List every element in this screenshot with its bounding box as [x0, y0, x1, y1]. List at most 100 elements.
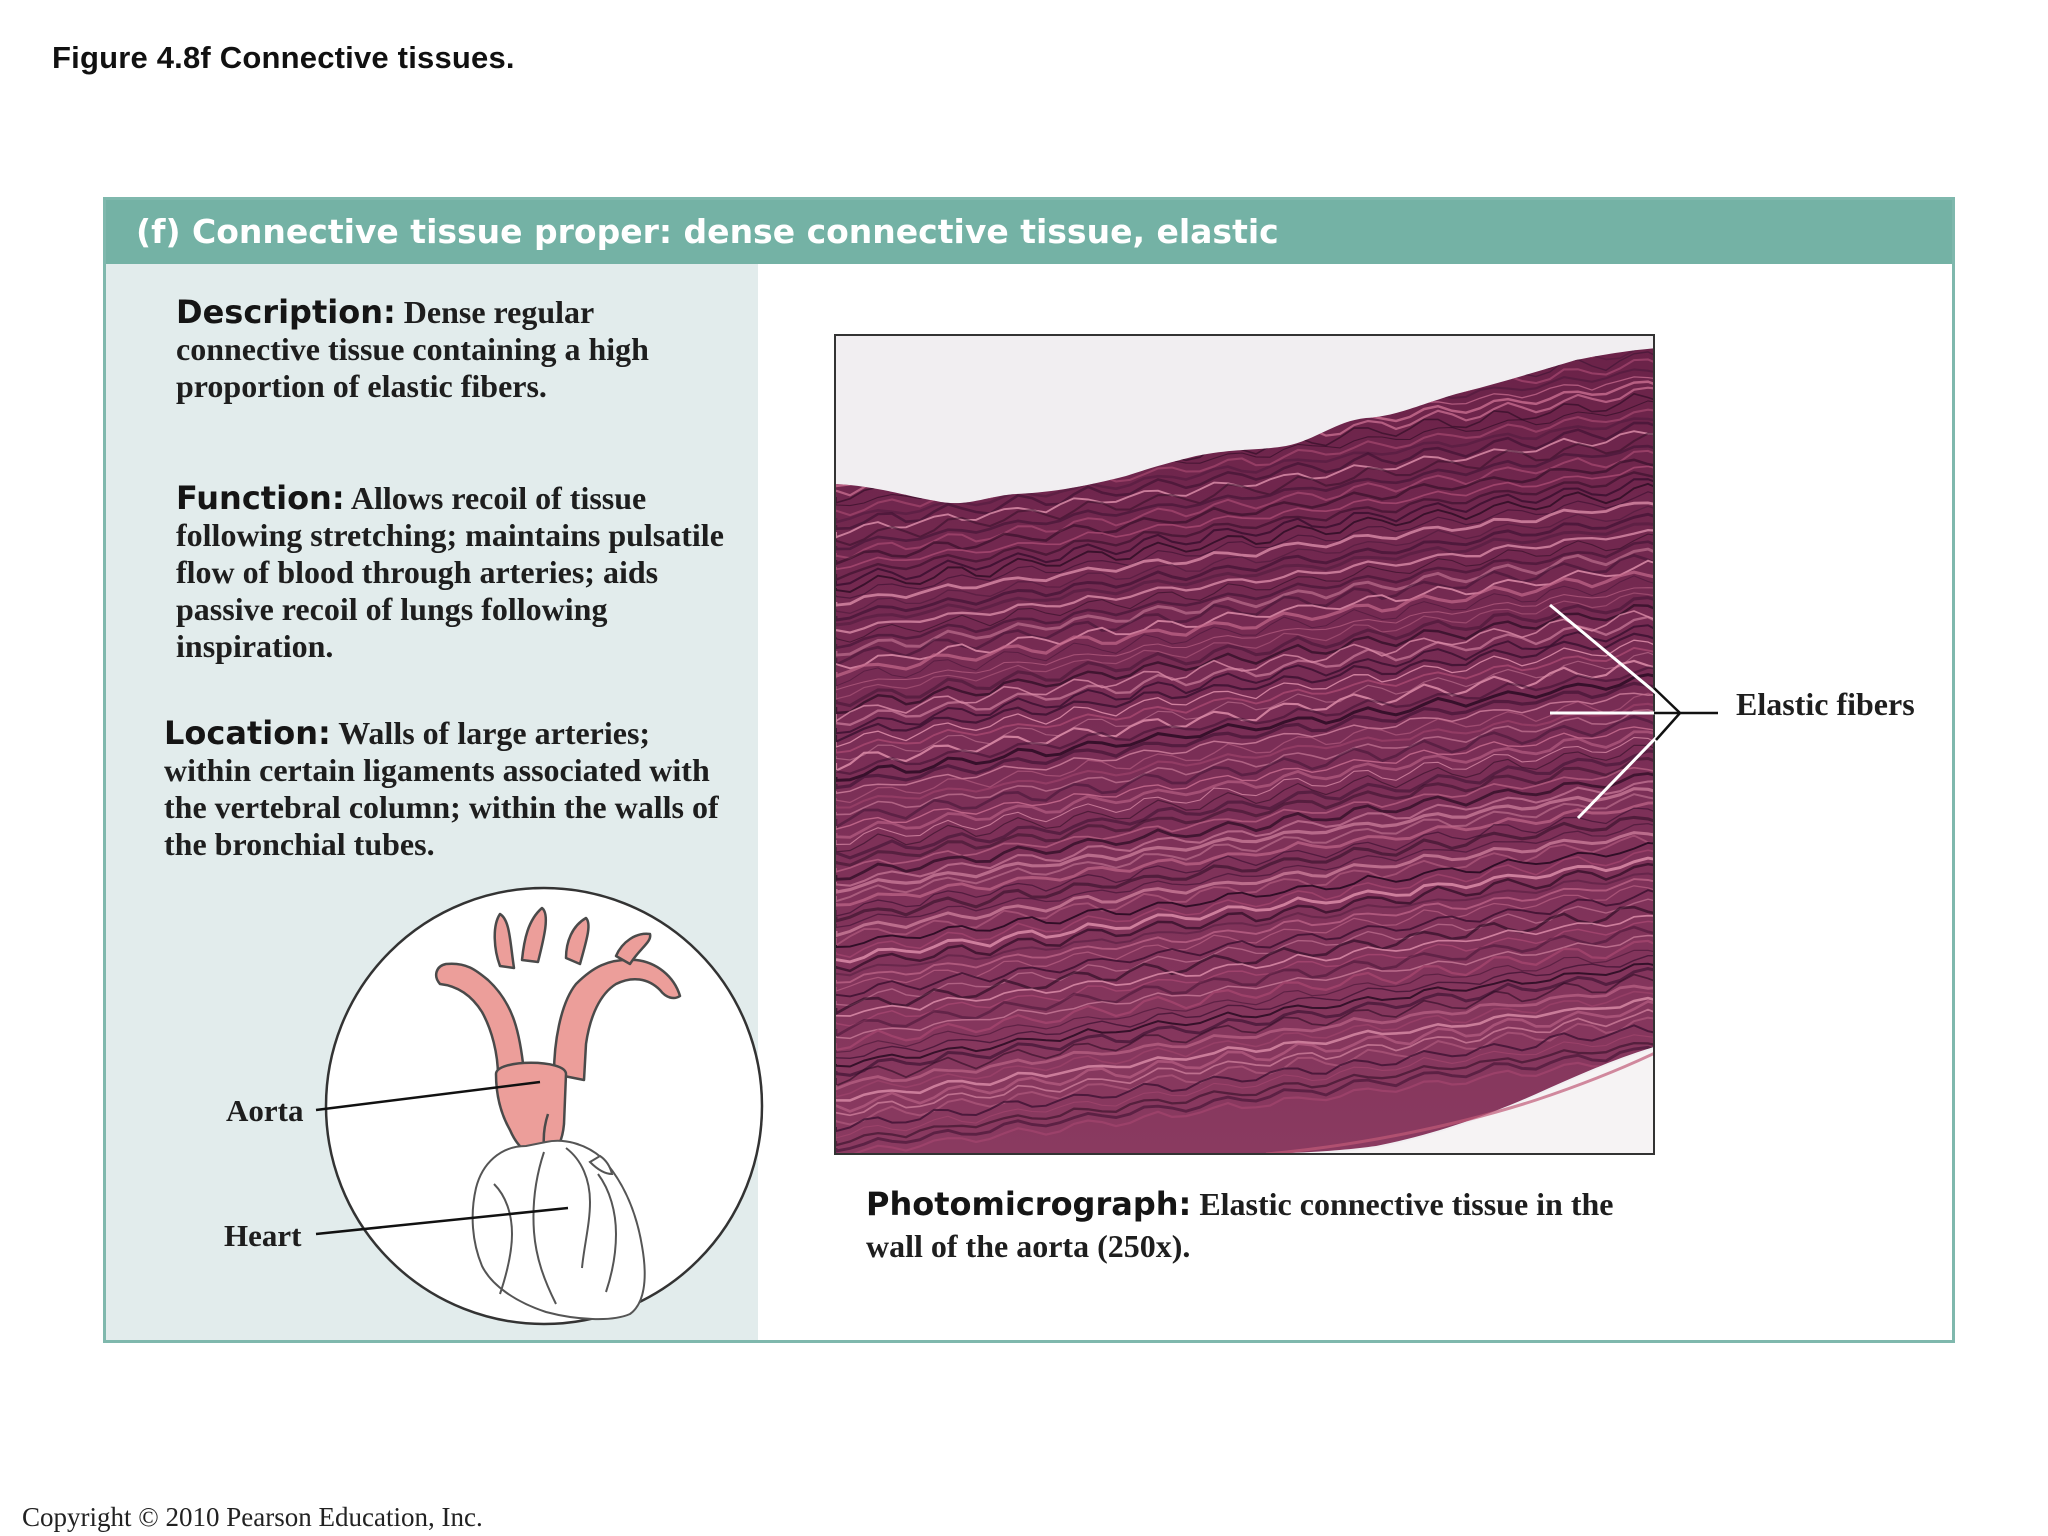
fiber-line: [836, 430, 1653, 539]
fiber-line: [836, 528, 1653, 634]
elastic-fibers-label: Elastic fibers: [1736, 686, 1915, 722]
fiber-line: [836, 604, 1653, 715]
fiber-line: [836, 841, 1653, 948]
fiber-line: [836, 522, 1653, 627]
fiber-line: [836, 772, 1653, 881]
fiber-line: [836, 1054, 1653, 1153]
fiber-line: [836, 681, 1653, 790]
fiber-line: [836, 1008, 1653, 1117]
micrograph-image: [836, 336, 1653, 1153]
fiber-line: [836, 692, 1653, 804]
fiber-line: [836, 1034, 1653, 1139]
fiber-line: [836, 984, 1653, 1091]
fiber-line: [836, 715, 1653, 830]
fiber-line: [836, 587, 1653, 691]
fiber-line: [836, 646, 1653, 754]
fiber-line: [836, 939, 1653, 1052]
heart-label: Heart: [224, 1218, 302, 1253]
description-label: Description:: [176, 293, 396, 331]
function-block: Function: Allows recoil of tissue follow…: [176, 480, 736, 665]
fiber-line: [836, 465, 1653, 571]
fiber-line: [836, 736, 1653, 845]
tissue-panel: (f) Connective tissue proper: dense conn…: [103, 197, 1955, 1343]
fiber-line: [836, 889, 1653, 998]
fiber-line: [836, 1045, 1653, 1153]
heart-leader: [315, 1206, 569, 1236]
fiber-line: [836, 512, 1653, 622]
fiber-line: [836, 934, 1653, 1040]
caption-label: Photomicrograph:: [866, 1185, 1192, 1223]
figure-title: Figure 4.8f Connective tissues.: [52, 40, 515, 75]
fiber-line: [836, 898, 1653, 1007]
fiber-line: [836, 501, 1653, 607]
aorta-shape: [434, 906, 682, 1158]
fiber-line: [836, 596, 1653, 708]
fiber-line: [836, 615, 1653, 727]
fiber-line: [836, 996, 1653, 1102]
panel-header: (f) Connective tissue proper: dense conn…: [106, 200, 1952, 264]
fiber-line: [836, 547, 1653, 657]
photomicrograph: [834, 334, 1655, 1155]
fiber-line: [836, 726, 1653, 831]
fiber-line: [836, 780, 1653, 887]
fiber-line: [836, 632, 1653, 744]
fiber-line: [836, 478, 1653, 587]
fiber-line: [836, 624, 1653, 735]
fiber-line: [836, 639, 1653, 748]
function-label: Function:: [176, 479, 345, 517]
fiber-line: [836, 471, 1653, 582]
fiber-line: [836, 505, 1653, 614]
fiber-line: [836, 449, 1653, 560]
fiber-line: [836, 815, 1653, 923]
fiber-line: [836, 807, 1653, 917]
heart-aorta-diagram: Aorta Heart: [224, 886, 764, 1326]
location-block: Location: Walls of large arteries; withi…: [164, 715, 744, 863]
lumen-edge: [1328, 1049, 1653, 1153]
heart-shape: [471, 1139, 646, 1321]
fiber-line: [836, 651, 1653, 761]
fiber-line: [836, 831, 1653, 938]
fiber-line: [836, 954, 1653, 1060]
info-column: Description: Dense regular connective ti…: [106, 264, 764, 1340]
fiber-line: [836, 872, 1653, 977]
caption-text: Elastic connective tissue in the wall of…: [866, 1186, 1614, 1264]
fiber-line: [836, 787, 1653, 895]
fiber-line: [836, 862, 1653, 973]
copyright-notice: Copyright © 2010 Pearson Education, Inc.: [22, 1502, 483, 1532]
fiber-line: [836, 730, 1653, 839]
fiber-line: [836, 673, 1653, 782]
aorta-label: Aorta: [226, 1093, 304, 1128]
function-text: Allows recoil of tissue following stretc…: [176, 480, 724, 664]
fiber-line: [836, 801, 1653, 907]
fiber-line: [836, 666, 1653, 776]
fiber-line: [836, 444, 1653, 551]
fiber-line: [836, 744, 1653, 853]
fiber-line: [836, 533, 1653, 643]
fiber-line: [836, 559, 1653, 670]
fiber-line: [836, 990, 1653, 1098]
fiber-line: [836, 999, 1653, 1113]
description-block: Description: Dense regular connective ti…: [176, 294, 716, 405]
location-label: Location:: [164, 714, 331, 752]
fiber-line: [836, 1016, 1653, 1126]
fiber-line: [836, 592, 1653, 700]
fiber-line: [836, 421, 1653, 531]
fiber-line: [836, 856, 1653, 964]
fiber-line: [836, 570, 1653, 679]
fiber-line: [836, 702, 1653, 809]
fiber-line: [836, 793, 1653, 903]
location-text: Walls of large arteries; within certain …: [164, 715, 719, 862]
fiber-line: [836, 967, 1653, 1077]
fiber-line: [836, 756, 1653, 867]
fiber-line: [836, 575, 1653, 687]
fiber-line: [836, 849, 1653, 958]
fiber-line: [836, 920, 1653, 1027]
fiber-line: [836, 914, 1653, 1017]
fiber-line: [836, 432, 1653, 547]
fiber-line: [836, 540, 1653, 650]
fiber-line: [836, 973, 1653, 1087]
aorta-leader: [315, 1080, 541, 1112]
fiber-line: [836, 1024, 1653, 1133]
fiber-line: [836, 491, 1653, 599]
fiber-line: [836, 878, 1653, 984]
